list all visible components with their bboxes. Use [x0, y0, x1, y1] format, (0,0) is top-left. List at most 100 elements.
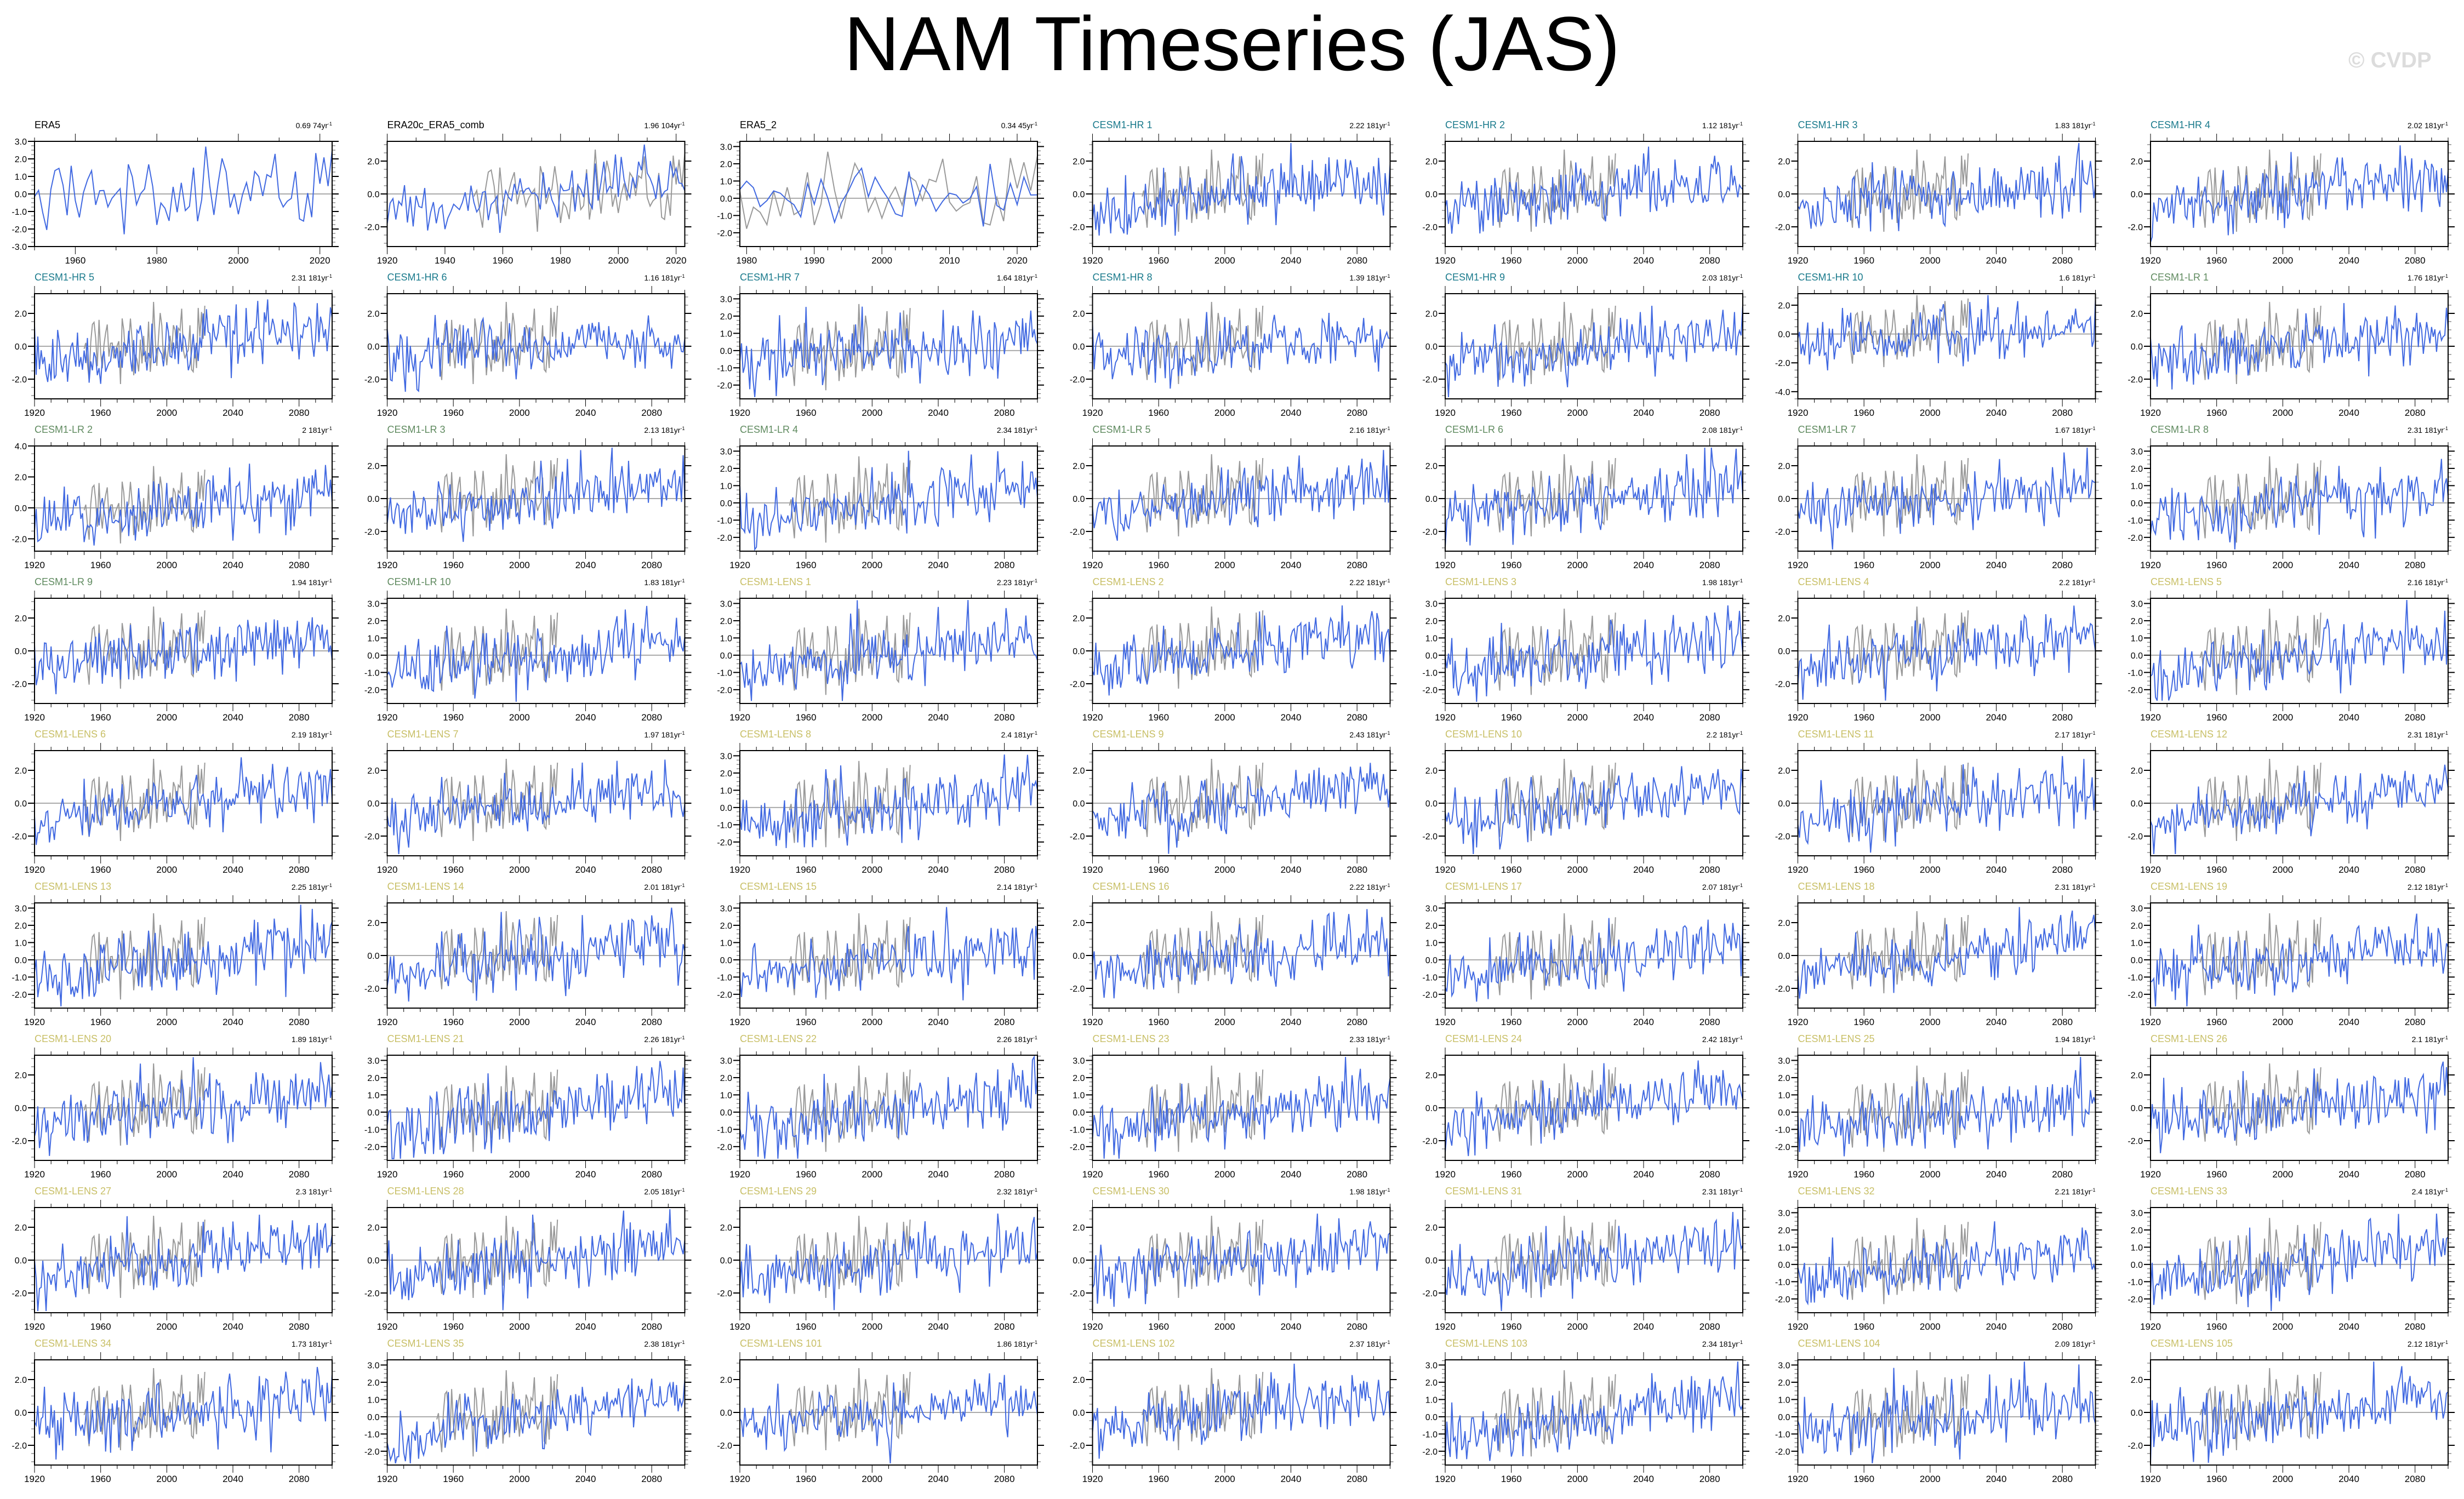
y-tick-label: -1.0 — [717, 211, 732, 221]
panel-title: CESM1-LR 8 — [2151, 424, 2209, 435]
panel-title: CESM1-HR 1 — [1093, 119, 1153, 130]
x-tick-label: 1960 — [1148, 1169, 1169, 1180]
panel-title: CESM1-HR 9 — [1445, 272, 1505, 283]
trend-label: 2.05 181yr-1 — [644, 1187, 685, 1196]
plot-frame — [34, 1055, 333, 1161]
observed-series-line — [83, 466, 206, 543]
y-tick-label: -2.0 — [1775, 223, 1790, 232]
x-tick-label: 2080 — [2405, 560, 2426, 570]
plot-frame — [739, 445, 1038, 552]
panel-title: CESM1-LENS 30 — [1093, 1186, 1170, 1197]
panel-title: CESM1-LENS 4 — [1798, 576, 1869, 587]
y-tick-label: 1.0 — [1778, 1091, 1790, 1100]
trend-unit-superscript: -1 — [1033, 1187, 1037, 1193]
x-tick-label: 1920 — [1788, 1169, 1809, 1180]
trend-value: 2.05 181yr — [644, 1187, 680, 1196]
y-tick-label: 2.0 — [367, 1223, 379, 1233]
observed-series-line — [789, 456, 911, 543]
trend-value: 2.17 181yr — [2055, 730, 2091, 739]
y-tick-label: 0.0 — [2131, 799, 2143, 809]
y-tick-label: 0.0 — [367, 1108, 379, 1118]
x-tick-label: 2080 — [641, 1017, 662, 1027]
trend-value: 2.2 181yr — [2059, 578, 2091, 587]
x-tick-label: 1960 — [1501, 255, 1522, 266]
y-tick-label: -2.0 — [1070, 1289, 1085, 1298]
x-tick-label: 2000 — [1567, 255, 1588, 266]
panel-title: CESM1-LENS 18 — [1798, 881, 1875, 892]
observed-series-line — [789, 1065, 911, 1152]
x-tick-label: 1960 — [796, 408, 817, 418]
observed-series-line — [2199, 608, 2322, 695]
trend-value: 0.69 74yr — [296, 121, 328, 130]
y-tick-label: -1.0 — [1422, 973, 1438, 982]
panel-title: CESM1-LENS 15 — [740, 881, 817, 892]
y-tick-label: 3.0 — [2131, 447, 2143, 456]
trend-unit-superscript: -1 — [2444, 1035, 2448, 1040]
y-tick-label: 3.0 — [720, 904, 732, 913]
x-tick-label: 2080 — [1347, 1321, 1367, 1332]
x-tick-label: 2040 — [1281, 560, 1302, 570]
trend-unit-superscript: -1 — [680, 426, 685, 431]
trend-label: 2.31 181yr-1 — [2055, 883, 2095, 891]
trend-label: 2.31 181yr-1 — [292, 273, 332, 282]
x-tick-label: 2000 — [862, 865, 882, 875]
x-tick-label: 1960 — [2206, 1017, 2227, 1027]
y-tick-label: -2.0 — [364, 1289, 380, 1298]
x-tick-label: 2080 — [994, 560, 1015, 570]
x-tick-label: 1920 — [729, 712, 750, 723]
trend-label: 1.94 181yr-1 — [2055, 1035, 2095, 1044]
y-tick-label: 0.0 — [1073, 647, 1085, 656]
y-tick-label: 2.0 — [367, 1074, 379, 1083]
trend-value: 2.2 181yr — [1707, 730, 1739, 739]
trend-unit-superscript: -1 — [2444, 273, 2448, 279]
x-tick-label: 1960 — [2206, 712, 2227, 723]
x-tick-label: 2000 — [1214, 865, 1235, 875]
series-line — [1092, 1057, 1390, 1159]
x-tick-label: 2080 — [2405, 255, 2426, 266]
series-line — [35, 464, 332, 546]
trend-label: 2.12 181yr-1 — [2408, 883, 2448, 891]
x-tick-label: 2080 — [1347, 1017, 1367, 1027]
y-tick-label: 0.0 — [367, 1256, 379, 1266]
y-tick-label: 0.0 — [367, 190, 379, 199]
x-tick-label: 2040 — [1281, 1321, 1302, 1332]
panel-title: CESM1-LENS 31 — [1445, 1186, 1522, 1197]
trend-label: 2.42 181yr-1 — [1702, 1035, 1743, 1044]
plot-frame — [1797, 902, 2096, 1009]
x-tick-label: 1920 — [2140, 255, 2161, 266]
plot-frame — [1445, 1207, 1743, 1313]
x-tick-label: 2080 — [1347, 560, 1367, 570]
trend-label: 2.31 181yr-1 — [1702, 1187, 1743, 1196]
y-tick-label: -1.0 — [364, 668, 380, 678]
x-tick-label: 2080 — [1699, 255, 1720, 266]
panel-title: CESM1-HR 6 — [387, 272, 447, 283]
trend-unit-superscript: -1 — [1738, 121, 1743, 127]
plot-frame — [739, 141, 1038, 247]
x-tick-label: 2080 — [641, 1321, 662, 1332]
y-tick-label: -2.0 — [1070, 223, 1085, 232]
trend-unit-superscript: -1 — [1033, 273, 1037, 279]
x-tick-label: 2080 — [2052, 1169, 2073, 1180]
x-tick-label: 2000 — [1920, 712, 1941, 723]
y-tick-label: 1.0 — [1425, 939, 1438, 948]
x-tick-label: 2040 — [928, 865, 949, 875]
trend-value: 2.4 181yr — [1001, 730, 1034, 739]
trend-unit-superscript: -1 — [2091, 883, 2095, 888]
x-tick-label: 1960 — [796, 1169, 817, 1180]
x-tick-label: 2040 — [1281, 1169, 1302, 1180]
trend-label: 2.2 181yr-1 — [2059, 578, 2095, 587]
trend-label: 2 181yr-1 — [302, 426, 332, 434]
series-line — [2151, 303, 2448, 390]
x-tick-label: 2040 — [1986, 255, 2007, 266]
x-tick-label: 2040 — [1281, 1017, 1302, 1027]
x-tick-label: 2000 — [509, 1017, 530, 1027]
y-tick-label: 0.0 — [1778, 1108, 1790, 1118]
figure-title: NAM Timeseries (JAS) — [844, 1, 1620, 87]
y-tick-label: 0.0 — [1425, 342, 1438, 352]
y-tick-label: -2.0 — [1775, 1143, 1790, 1152]
